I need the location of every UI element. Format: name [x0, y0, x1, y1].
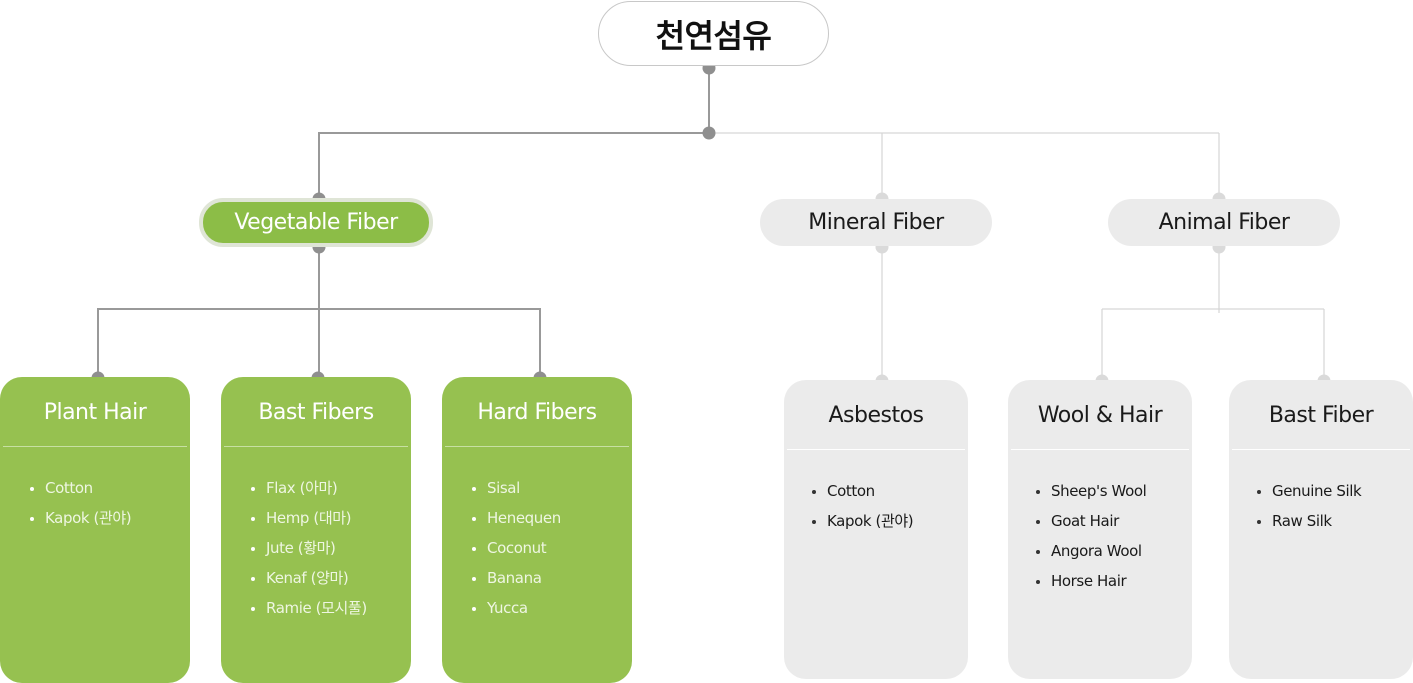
root-node-label: 천연섬유	[655, 16, 772, 55]
card-item-list: Sisal Henequen Coconut Banana Yucca	[442, 447, 632, 623]
list-item: Kapok (관야)	[30, 503, 190, 533]
list-item: Ramie (모시풀)	[251, 593, 411, 623]
category-animal-fiber[interactable]: Animal Fiber	[1108, 199, 1340, 246]
card-title: Hard Fibers	[445, 377, 629, 447]
card-item-list: Cotton Kapok (관야)	[784, 450, 968, 536]
list-item: Kapok (관야)	[812, 506, 968, 536]
list-item: Jute (황마)	[251, 533, 411, 563]
list-item: Sisal	[472, 473, 632, 503]
list-item: Angora Wool	[1036, 536, 1192, 566]
list-item: Raw Silk	[1257, 506, 1413, 536]
list-item: Coconut	[472, 533, 632, 563]
category-label: Vegetable Fiber	[234, 210, 398, 235]
card-item-list: Genuine Silk Raw Silk	[1229, 450, 1413, 536]
card-plant-hair: Plant Hair Cotton Kapok (관야)	[0, 377, 190, 683]
card-item-list: Sheep's Wool Goat Hair Angora Wool Horse…	[1008, 450, 1192, 596]
list-item: Cotton	[812, 476, 968, 506]
card-title: Bast Fiber	[1232, 380, 1410, 450]
list-item: Cotton	[30, 473, 190, 503]
connector-dot	[702, 126, 716, 140]
category-vegetable-fiber[interactable]: Vegetable Fiber	[199, 198, 433, 247]
list-item: Henequen	[472, 503, 632, 533]
card-hard-fibers: Hard Fibers Sisal Henequen Coconut Banan…	[442, 377, 632, 683]
list-item: Flax (아마)	[251, 473, 411, 503]
card-wool-and-hair: Wool & Hair Sheep's Wool Goat Hair Angor…	[1008, 380, 1192, 679]
category-label: Animal Fiber	[1158, 210, 1290, 235]
list-item: Sheep's Wool	[1036, 476, 1192, 506]
root-node: 천연섬유	[598, 1, 829, 66]
card-title: Wool & Hair	[1011, 380, 1189, 450]
list-item: Genuine Silk	[1257, 476, 1413, 506]
card-title: Asbestos	[787, 380, 965, 450]
list-item: Hemp (대마)	[251, 503, 411, 533]
list-item: Kenaf (양마)	[251, 563, 411, 593]
card-bast-fiber: Bast Fiber Genuine Silk Raw Silk	[1229, 380, 1413, 679]
category-label: Mineral Fiber	[808, 210, 944, 235]
list-item: Yucca	[472, 593, 632, 623]
card-title: Plant Hair	[3, 377, 187, 447]
card-bast-fibers: Bast Fibers Flax (아마) Hemp (대마) Jute (황마…	[221, 377, 411, 683]
list-item: Goat Hair	[1036, 506, 1192, 536]
card-title: Bast Fibers	[224, 377, 408, 447]
card-asbestos: Asbestos Cotton Kapok (관야)	[784, 380, 968, 679]
card-item-list: Cotton Kapok (관야)	[0, 447, 190, 533]
card-item-list: Flax (아마) Hemp (대마) Jute (황마) Kenaf (양마)…	[221, 447, 411, 623]
list-item: Banana	[472, 563, 632, 593]
category-mineral-fiber[interactable]: Mineral Fiber	[760, 199, 992, 246]
list-item: Horse Hair	[1036, 566, 1192, 596]
